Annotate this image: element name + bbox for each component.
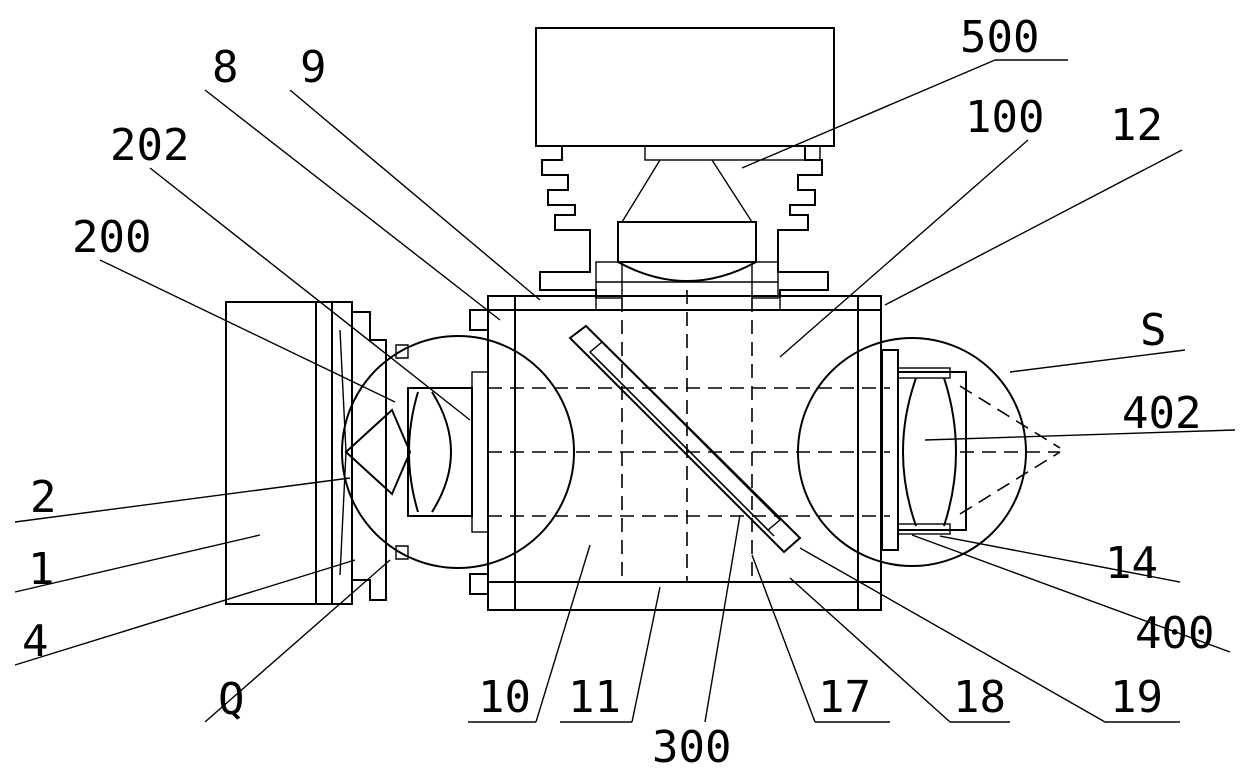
label-4: 4 bbox=[22, 616, 49, 667]
leader-lines bbox=[15, 60, 1235, 722]
label-100: 100 bbox=[965, 92, 1044, 143]
label-500: 500 bbox=[960, 12, 1039, 63]
label-300: 300 bbox=[652, 722, 731, 773]
label-19: 19 bbox=[1110, 672, 1163, 723]
label-9: 9 bbox=[300, 42, 327, 93]
top-module-500 bbox=[536, 28, 834, 298]
label-202: 202 bbox=[110, 120, 189, 171]
label-S: S bbox=[1140, 305, 1167, 356]
label-8: 8 bbox=[212, 42, 239, 93]
label-11: 11 bbox=[568, 672, 621, 723]
label-12: 12 bbox=[1110, 100, 1163, 151]
label-1: 1 bbox=[28, 544, 55, 595]
label-17: 17 bbox=[818, 672, 871, 723]
label-14: 14 bbox=[1105, 538, 1158, 589]
label-Q: Q bbox=[218, 674, 245, 725]
label-18: 18 bbox=[953, 672, 1006, 723]
label-402: 402 bbox=[1122, 388, 1201, 439]
left-module-200 bbox=[226, 302, 574, 604]
diagonal-splitter-300 bbox=[570, 326, 800, 552]
label-10: 10 bbox=[478, 672, 531, 723]
label-200: 200 bbox=[72, 212, 151, 263]
label-400: 400 bbox=[1135, 608, 1214, 659]
label-2: 2 bbox=[30, 472, 57, 523]
labels: 500 8 9 100 12 202 200 S 402 2 1 4 Q 14 … bbox=[22, 12, 1214, 773]
